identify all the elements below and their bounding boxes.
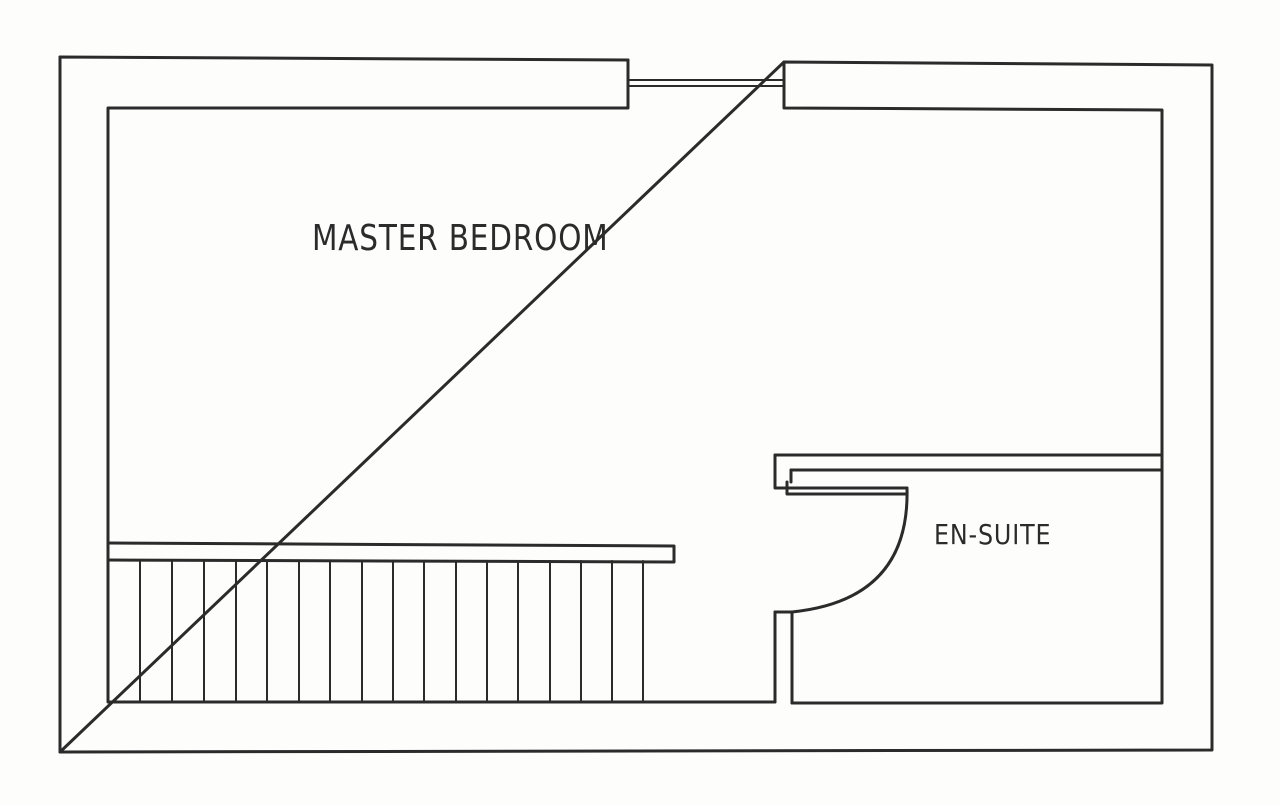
en-suite-partition-wall: [773, 453, 1164, 496]
outer-wall: [58, 55, 1214, 754]
en-suite-wall-stub: [773, 610, 794, 705]
window: [627, 79, 785, 87]
staircase: [106, 541, 676, 703]
en-suite-label: EN-SUITE: [934, 518, 1052, 551]
master-bedroom-label: MASTER BEDROOM: [312, 218, 609, 259]
stair-treads: [139, 560, 644, 703]
door-swing-arc: [790, 486, 909, 614]
